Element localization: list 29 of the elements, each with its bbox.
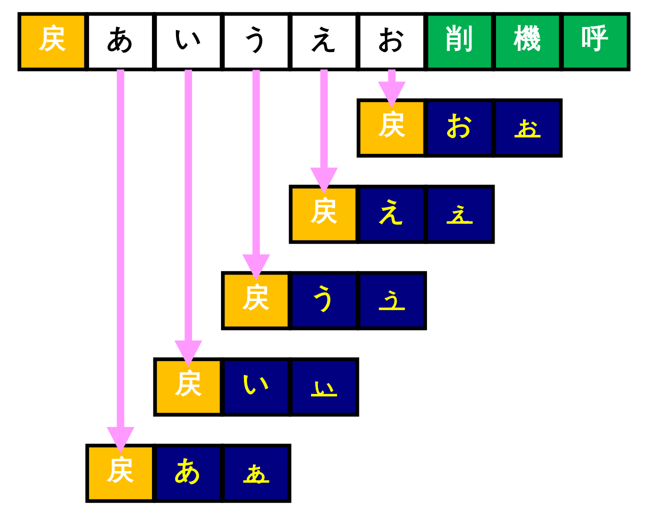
arrow — [377, 68, 406, 108]
node-box: あ — [152, 443, 223, 502]
node-box: い — [152, 12, 223, 71]
node-box: 削 — [424, 12, 494, 71]
node-box: あ — [84, 12, 156, 71]
node-box: い — [220, 356, 291, 416]
arrow — [174, 69, 202, 366]
node-box: 戻 — [17, 12, 88, 71]
node-box: 戻 — [288, 184, 359, 244]
node-box: 戻 — [356, 98, 426, 158]
arrow — [310, 69, 338, 194]
node-box: ぁ — [220, 443, 291, 502]
node-box: ぅ — [356, 270, 426, 330]
node-box: う — [288, 270, 359, 330]
node-box: え — [356, 184, 426, 244]
node-box: ぇ — [424, 184, 494, 244]
node-box: お — [356, 12, 426, 71]
node-box: 戻 — [84, 443, 156, 502]
node-box: ぉ — [492, 98, 562, 158]
node-box: 呼 — [560, 12, 630, 71]
node-box: お — [424, 98, 494, 158]
arrow — [242, 69, 270, 280]
node-box: ぃ — [288, 356, 359, 416]
node-box: う — [220, 12, 291, 71]
node-box: 機 — [492, 12, 562, 71]
node-box: 戻 — [152, 356, 223, 416]
node-box: え — [288, 12, 359, 71]
arrow — [106, 68, 134, 454]
node-box: 戻 — [220, 270, 291, 330]
